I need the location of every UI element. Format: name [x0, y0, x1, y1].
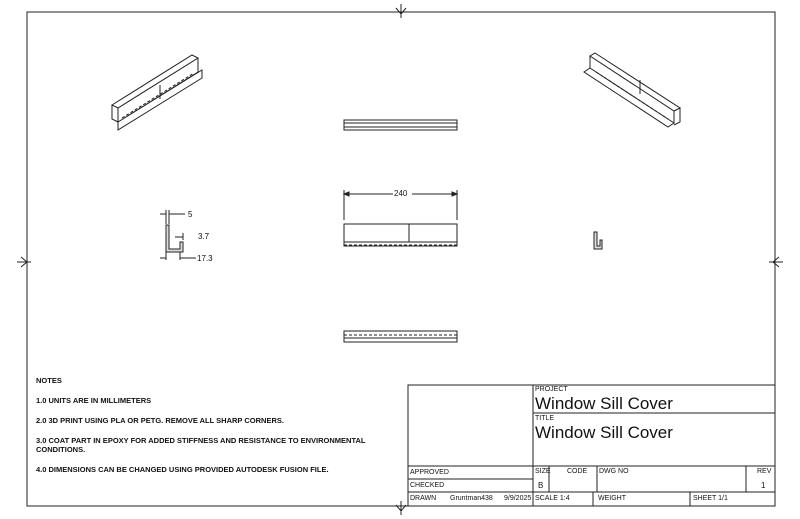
weight-label: WEIGHT: [598, 495, 626, 502]
center-mark-icons: [17, 4, 783, 515]
top-view: [343, 119, 458, 131]
note-3: 3.0 COAT PART IN EPOXY FOR ADDED STIFFNE…: [36, 436, 366, 454]
dim-thickness: 5: [188, 210, 193, 219]
bottom-view: [343, 330, 458, 343]
iso-view-left: [110, 54, 203, 131]
size-value: B: [538, 481, 544, 490]
project-label: PROJECT: [535, 386, 568, 393]
note-4: 4.0 DIMENSIONS CAN BE CHANGED USING PROV…: [36, 465, 329, 474]
note-2: 2.0 3D PRINT USING PLA OR PETG. REMOVE A…: [36, 416, 284, 425]
dim-lip: 3.7: [198, 232, 210, 241]
sheet: SHEET 1/1: [693, 495, 728, 502]
approved-label: APPROVED: [410, 469, 449, 476]
code-label: CODE: [567, 468, 588, 475]
drawn-label: DRAWN: [410, 495, 437, 502]
iso-view-right: [583, 52, 682, 128]
drawn-date: 9/9/2025: [504, 495, 532, 502]
drawing-title: Window Sill Cover: [535, 423, 673, 442]
dim-depth: 17.3: [197, 254, 213, 263]
title-label: TITLE: [535, 415, 555, 422]
checked-label: CHECKED: [410, 482, 445, 489]
drawn-by: Gruntman438: [450, 495, 493, 502]
section-view: [160, 210, 603, 260]
rev-value: 1: [761, 481, 766, 490]
note-1: 1.0 UNITS ARE IN MILLIMETERS: [36, 396, 152, 405]
dim-length: 240: [394, 189, 408, 198]
title-block-lines: [407, 384, 776, 507]
project-name: Window Sill Cover: [535, 394, 673, 413]
notes: NOTES 1.0 UNITS ARE IN MILLIMETERS 2.0 3…: [36, 376, 406, 485]
rev-label: REV: [757, 468, 772, 475]
dwg-no-label: DWG NO: [599, 468, 629, 475]
front-view: [342, 190, 459, 247]
size-label: SIZE: [535, 468, 551, 475]
scale: SCALE 1:4: [535, 495, 570, 502]
notes-heading: NOTES: [36, 376, 62, 385]
